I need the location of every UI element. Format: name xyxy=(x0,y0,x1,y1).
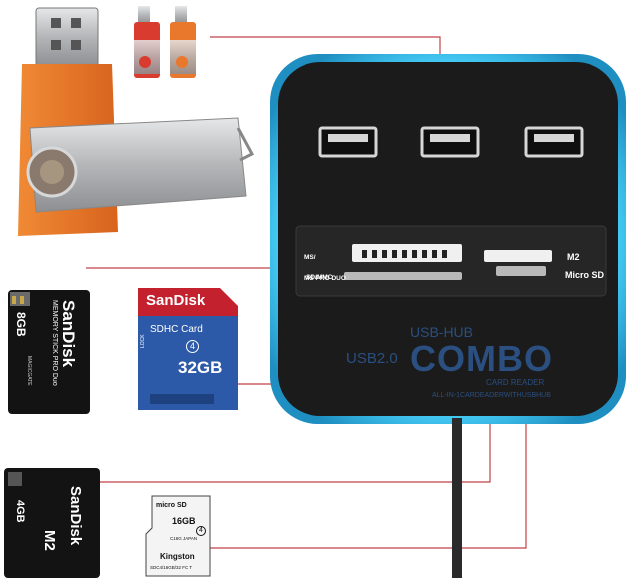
sdhc-type: SDHC Card xyxy=(150,324,203,335)
usb-flash-drive-small-red xyxy=(134,6,160,78)
microsd-capacity: 16GB xyxy=(172,516,196,526)
usb-flash-drive-large xyxy=(18,7,255,236)
sdhc-class: 4 xyxy=(186,340,199,353)
slot-microsd-label: Micro SD xyxy=(565,270,605,280)
tagline: ALL-IN-1CARDEADERWITHUSBHUB xyxy=(432,392,551,399)
ms-extra: MAGICGATE xyxy=(26,356,32,386)
ms-brand: SanDisk xyxy=(59,300,78,368)
microsd-class: 4 xyxy=(196,526,206,536)
m2-brand: SanDisk xyxy=(67,486,84,546)
m2-microsd-slot xyxy=(484,250,552,276)
brand-top: USB-HUB xyxy=(410,324,474,340)
ms-line: MEMORY STICK PRO Duo xyxy=(51,300,58,386)
microsd-card xyxy=(145,495,211,577)
usb-version-label: USB2.0 xyxy=(346,350,398,367)
card-reader-label: CARD READER xyxy=(486,378,545,387)
microsd-brand: Kingston xyxy=(160,552,195,561)
m2-capacity: 4GB xyxy=(14,500,26,523)
sdhc-capacity: 32GB xyxy=(178,358,223,377)
usb-flash-drive-small-orange xyxy=(170,6,196,78)
ms-sd-slot xyxy=(344,244,462,280)
slot-ms-label-line1: MS/ xyxy=(304,254,316,261)
sdhc-brand: SanDisk xyxy=(146,292,206,309)
microsd-logo: micro SD xyxy=(156,502,187,509)
m2-type: M2 xyxy=(41,530,58,551)
slot-ms-label: MS/ MS PRO DUO xyxy=(304,240,346,289)
ms-capacity: 8GB xyxy=(14,312,28,337)
slot-sd-label: SD/MMC xyxy=(306,274,333,281)
usb-a-port-icon xyxy=(318,126,378,158)
usb-a-port-icon xyxy=(420,126,480,158)
microsd-code: C16G JAPAN xyxy=(170,536,198,541)
usb-a-port-icon xyxy=(524,126,584,158)
brand-main: COMBO xyxy=(410,338,553,379)
slot-ms-label-line2: MS PRO DUO xyxy=(304,275,346,282)
sdhc-lock: LOCK xyxy=(140,334,146,348)
memory-stick-pro-duo xyxy=(8,290,90,414)
microsd-bottom: SDC4/16GB/32 FC T xyxy=(150,565,193,570)
slot-m2-label: M2 xyxy=(567,252,580,262)
hub-cable xyxy=(452,418,462,578)
memory-stick-micro-m2 xyxy=(4,468,100,578)
